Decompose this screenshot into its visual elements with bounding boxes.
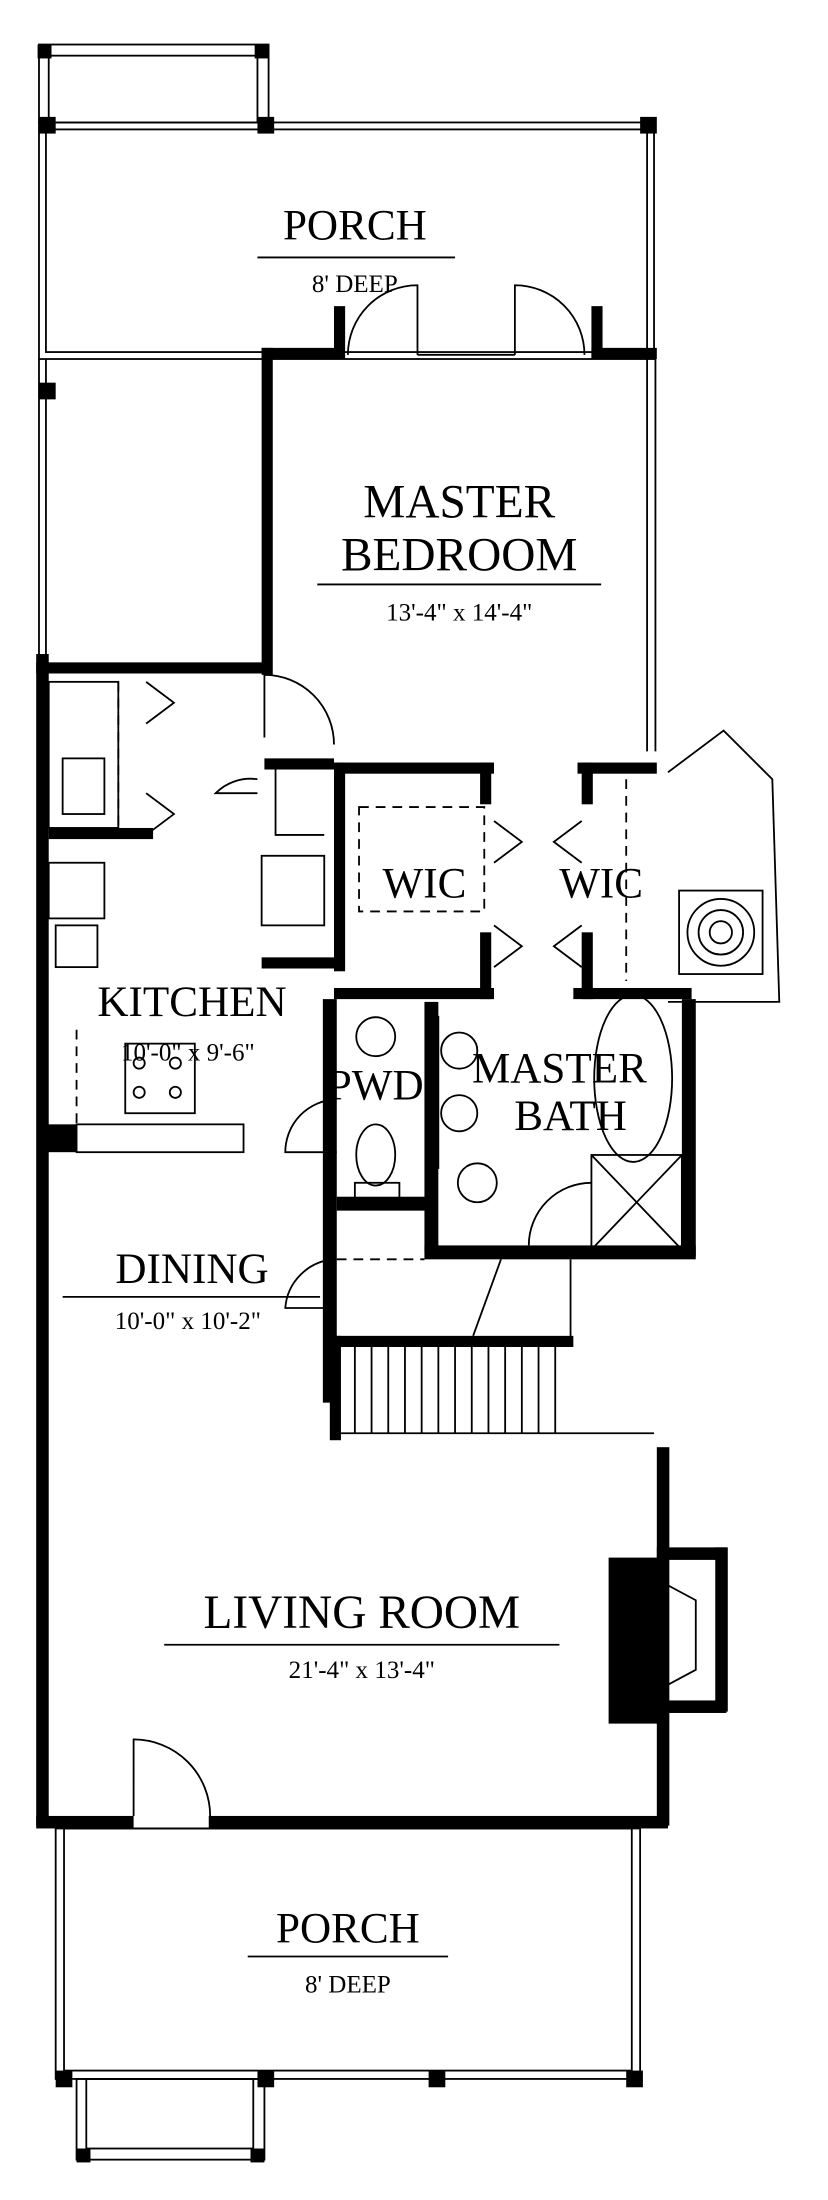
top-porch [37,43,657,655]
dining-label: DINING [115,1246,268,1293]
living-room-size: 21'-4" x 13'-4" [289,1657,435,1684]
master-bedroom-walls [261,284,657,752]
master-bedroom-label-1: MASTER [363,477,555,529]
kitchen-fixtures [41,673,346,1154]
bottom-porch [54,1827,643,2163]
wic-walls [333,762,692,1000]
master-bedroom-label-2: BEDROOM [341,530,578,582]
porch-top-size: 8' DEEP [312,271,398,298]
stairs [284,1258,655,1441]
wic-right-label: WIC [559,861,643,908]
porch-bottom-label: PORCH [276,1906,420,1953]
master-bedroom-size: 13'-4" x 14'-4" [386,600,532,627]
pwd-label: PWD [328,1062,424,1109]
porch-top-label: PORCH [283,202,427,249]
kitchen-size: 10'-0" x 9'-6" [121,1039,255,1066]
bath-walls [284,994,696,1403]
dining-size: 10'-0" x 10'-2" [115,1308,261,1335]
master-bath-label-2: BATH [514,1093,627,1140]
exterior-walls [36,654,728,1829]
living-room-label: LIVING ROOM [204,1587,521,1639]
ac-unit-area [667,729,781,1003]
wic-left-label: WIC [383,861,467,908]
master-bath-label-1: MASTER [472,1046,647,1093]
kitchen-label: KITCHEN [97,979,286,1026]
porch-bottom-size: 8' DEEP [305,1972,391,1999]
